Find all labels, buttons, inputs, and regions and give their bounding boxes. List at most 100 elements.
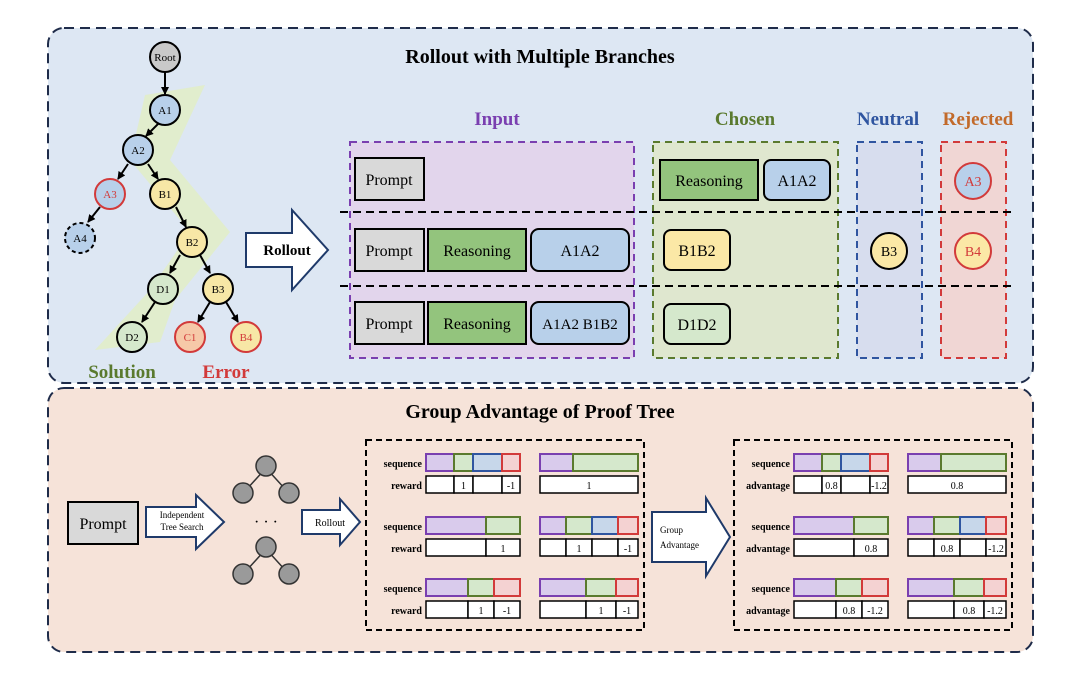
- sequence-row-label: sequence: [384, 584, 423, 595]
- independent-search-label-2: Tree Search: [161, 522, 204, 532]
- row3-prompt-box: [354, 301, 425, 345]
- sequence-segment: [472, 453, 503, 472]
- sequence-row-label: sequence: [752, 459, 791, 470]
- column-header-rejected: Rejected: [943, 109, 1014, 130]
- advantage-value: 0.8: [843, 606, 856, 617]
- reward-cell: [425, 538, 487, 557]
- reward-cell: [539, 600, 587, 619]
- tree-node-a3: [94, 178, 126, 210]
- row3-reasoning-text: Reasoning: [443, 316, 511, 333]
- error-label: Error: [202, 362, 250, 383]
- sequence-segment: [835, 578, 863, 597]
- reward-cell: [485, 538, 521, 557]
- tree-node-b2-label: B2: [186, 237, 199, 249]
- advantage-value: -1.2: [867, 606, 883, 617]
- reward-table: [365, 439, 645, 631]
- reward-cell: [617, 538, 639, 557]
- sequence-segment: [539, 516, 567, 535]
- advantage-cell: [959, 538, 987, 557]
- row2-chosen-steps-text: B1B2: [678, 243, 715, 260]
- tree-edges: [87, 72, 239, 323]
- sequence-segment: [959, 516, 987, 535]
- group-advantage-label-2: Advantage: [660, 540, 699, 550]
- group-advantage-label-1: Group: [660, 525, 683, 535]
- advantage-cell: [983, 600, 1007, 619]
- tree-node-root-label: Root: [154, 52, 175, 64]
- rollout-arrow: [245, 207, 330, 293]
- sequence-segment: [853, 516, 889, 535]
- row1-rejected-text: A3: [964, 175, 981, 190]
- sequence-row-label: sequence: [384, 522, 423, 533]
- mini-tree-bottom: [232, 536, 300, 585]
- tree-node-b1-label: B1: [159, 189, 172, 201]
- reward-row-label: reward: [391, 606, 422, 617]
- tree-node-d1: [147, 273, 179, 305]
- tree-node-b3: [202, 273, 234, 305]
- group-advantage-arrow: [651, 494, 732, 580]
- bottom-rollout-arrow: [301, 496, 362, 548]
- reward-cell: [425, 475, 455, 494]
- sequence-segment: [869, 453, 889, 472]
- reward-cell: [591, 538, 619, 557]
- reward-value: -1: [507, 481, 515, 492]
- advantage-cell: [840, 475, 871, 494]
- column-header-input: Input: [474, 109, 520, 130]
- reward-value: 1: [577, 544, 582, 555]
- sequence-segment: [953, 578, 985, 597]
- row2-prompt-box: [354, 228, 425, 272]
- reward-value: -1: [503, 606, 511, 617]
- reward-cell: [472, 475, 503, 494]
- sequence-group: 1-1: [539, 516, 639, 557]
- advantage-value: -1.2: [871, 481, 887, 492]
- row3-steps-box: [530, 301, 630, 345]
- sequence-segment: [615, 578, 639, 597]
- row1-rejected-node: [954, 162, 992, 200]
- advantage-value: 0.8: [951, 481, 964, 492]
- sequence-segment: [572, 453, 639, 472]
- advantage-value: -1.2: [987, 606, 1003, 617]
- advantage-cell: [853, 538, 889, 557]
- row2-reasoning-text: Reasoning: [443, 243, 511, 260]
- sequence-group: sequence reward 1 -1: [384, 578, 521, 619]
- sequence-row-label: sequence: [384, 459, 423, 470]
- row2-rejected-node: [954, 232, 992, 270]
- mini-tree-ellipsis: · · ·: [254, 514, 278, 531]
- row1-chosen-reasoning-box: [659, 159, 759, 201]
- sequence-segment: [793, 516, 855, 535]
- sequence-segment: [907, 453, 942, 472]
- advantage-cell: [907, 600, 955, 619]
- reward-value: 1: [479, 606, 484, 617]
- tree-node-a4: [64, 222, 96, 254]
- sequence-segment: [840, 453, 871, 472]
- advantage-row-label: advantage: [746, 606, 790, 617]
- sequence-segment: [425, 453, 455, 472]
- independent-search-arrow: [145, 492, 226, 552]
- solution-label: Solution: [88, 362, 156, 383]
- tree-node-a4-label: A4: [73, 233, 87, 245]
- column-header-neutral: Neutral: [857, 109, 919, 130]
- sequence-row-label: sequence: [752, 584, 791, 595]
- row2-steps-box: [530, 228, 630, 272]
- row2-neutral-node: [870, 232, 908, 270]
- sequence-segment: [907, 516, 935, 535]
- sequence-segment: [617, 516, 639, 535]
- sequence-segment: [467, 578, 495, 597]
- tree-node-root: [149, 41, 181, 73]
- row1-prompt-box: [354, 157, 425, 201]
- advantage-value: 0.8: [865, 544, 878, 555]
- advantage-cell: [985, 538, 1007, 557]
- rollout-arrow-label: Rollout: [263, 243, 311, 259]
- reward-cell: [539, 475, 639, 494]
- tree-node-b4: [230, 321, 262, 353]
- reward-value: -1: [623, 606, 631, 617]
- bottom-rollout-label: Rollout: [315, 518, 345, 529]
- mini-tree-top: [232, 455, 300, 504]
- sequence-group: 0.8: [907, 453, 1007, 494]
- tree-node-c1-label: C1: [184, 332, 197, 344]
- tree-node-a3-label: A3: [103, 189, 117, 201]
- reward-value: 1: [587, 481, 592, 492]
- sequence-segment: [501, 453, 521, 472]
